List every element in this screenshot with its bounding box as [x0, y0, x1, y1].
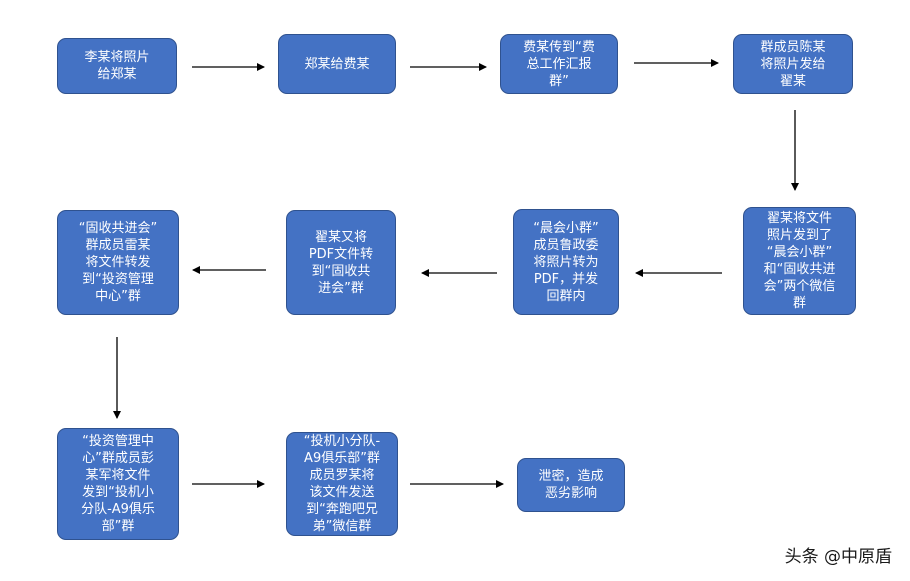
node-li-gives-photo: 李某将照片 给郑某: [57, 38, 177, 94]
node-zheng-gives-fei: 郑某给费某: [278, 34, 396, 94]
watermark-text: 头条 @中原盾: [784, 547, 892, 567]
node-lei-forwards: “固收共进会” 群成员雷某 将文件转发 到“投资管理 中心”群: [57, 210, 179, 315]
node-lu-converts-pdf: “晨会小群” 成员鲁政委 将照片转为 PDF，并发 回群内: [513, 209, 619, 315]
node-zhai-posts-two-groups: 翟某将文件 照片发到了 “晨会小群” 和“固收共进 会”两个微信 群: [743, 207, 856, 315]
node-leak-result: 泄密，造成 恶劣影响: [517, 458, 625, 512]
node-zhai-forwards-pdf: 翟某又将 PDF文件转 到“固收共 进会”群: [286, 210, 396, 315]
node-chen-sends-zhai: 群成员陈某 将照片发给 翟某: [733, 34, 853, 94]
node-fei-posts-group: 费某传到“费 总工作汇报 群”: [500, 34, 618, 94]
node-peng-forwards: “投资管理中 心”群成员彭 某军将文件 发到“投机小 分队-A9俱乐 部”群: [57, 428, 179, 540]
node-luo-forwards: “投机小分队- A9俱乐部”群 成员罗某将 该文件发送 到“奔跑吧兄 弟”微信群: [286, 432, 398, 536]
